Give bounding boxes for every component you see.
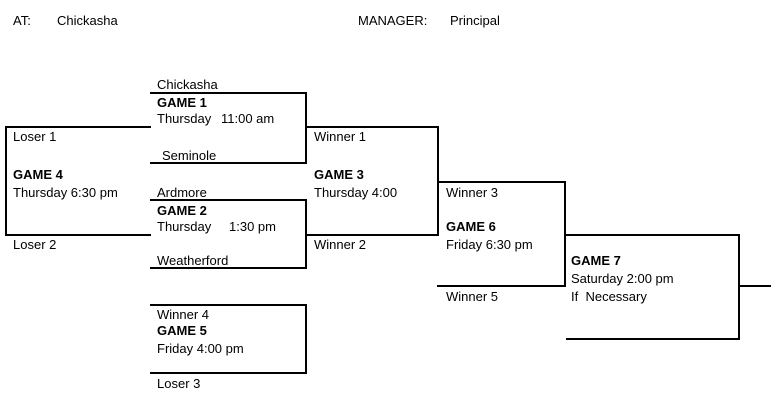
game6-bracket-line [564,181,566,287]
game7-title: GAME 7 [571,253,621,268]
game3-bottom-slot: Winner 2 [314,237,367,252]
game3-top-slot: Winner 1 [314,129,367,144]
game1-top-line [150,92,307,94]
game5-top-line [150,304,307,306]
manager-name: Principal [450,13,500,28]
game2-bottom-line [150,267,307,269]
game4-bottom-slot: Loser 2 [13,237,57,252]
site-name: Chickasha [57,13,118,28]
game2-bracket-line [305,199,307,269]
game2-day: Thursday [157,219,212,234]
game1-bottom-line [150,162,307,164]
game2-top-team: Ardmore [157,185,207,200]
game6-title: GAME 6 [446,219,496,234]
game6-top-line [437,181,566,183]
game4-bottom-line [5,234,151,236]
game4-top-slot: Loser 1 [13,129,57,144]
champion-line [738,285,771,287]
game3-top-line [307,126,439,128]
game7-note: If Necessary [571,289,647,304]
game6-bottom-line [437,285,566,287]
game2-top-line [150,199,307,201]
game5-bracket-line [305,304,307,374]
game2-time: 1:30 pm [229,219,276,234]
game5-top-slot: Winner 4 [157,307,210,322]
game3-bottom-line [307,234,439,236]
game6-schedule: Friday 6:30 pm [446,237,533,252]
game1-day: Thursday [157,111,212,126]
game1-title: GAME 1 [157,95,207,110]
game3-schedule: Thursday 4:00 [314,185,398,200]
game1-top-team: Chickasha [157,77,218,92]
manager-label: MANAGER: [358,13,428,28]
game1-time: 11:00 am [221,111,275,126]
game5-title: GAME 5 [157,323,207,338]
at-label: AT: [13,13,31,28]
game5-bottom-line [150,372,307,374]
game4-top-line [5,126,151,128]
game1-bottom-team: Seminole [162,148,217,163]
game7-top-line [566,234,740,236]
game3-title: GAME 3 [314,167,364,182]
game6-top-slot: Winner 3 [446,185,499,200]
game4-title: GAME 4 [13,167,63,182]
game2-title: GAME 2 [157,203,207,218]
game2-bottom-team: Weatherford [157,253,229,268]
game5-bottom-slot: Loser 3 [157,376,201,391]
game7-bracket-line [738,234,740,340]
game7-bottom-line [566,338,740,340]
game7-schedule: Saturday 2:00 pm [571,271,674,286]
game4-schedule: Thursday 6:30 pm [13,185,118,200]
game5-schedule: Friday 4:00 pm [157,341,244,356]
game6-bottom-slot: Winner 5 [446,289,499,304]
game4-bracket-line [5,126,7,236]
game1-bracket-line [305,92,307,164]
